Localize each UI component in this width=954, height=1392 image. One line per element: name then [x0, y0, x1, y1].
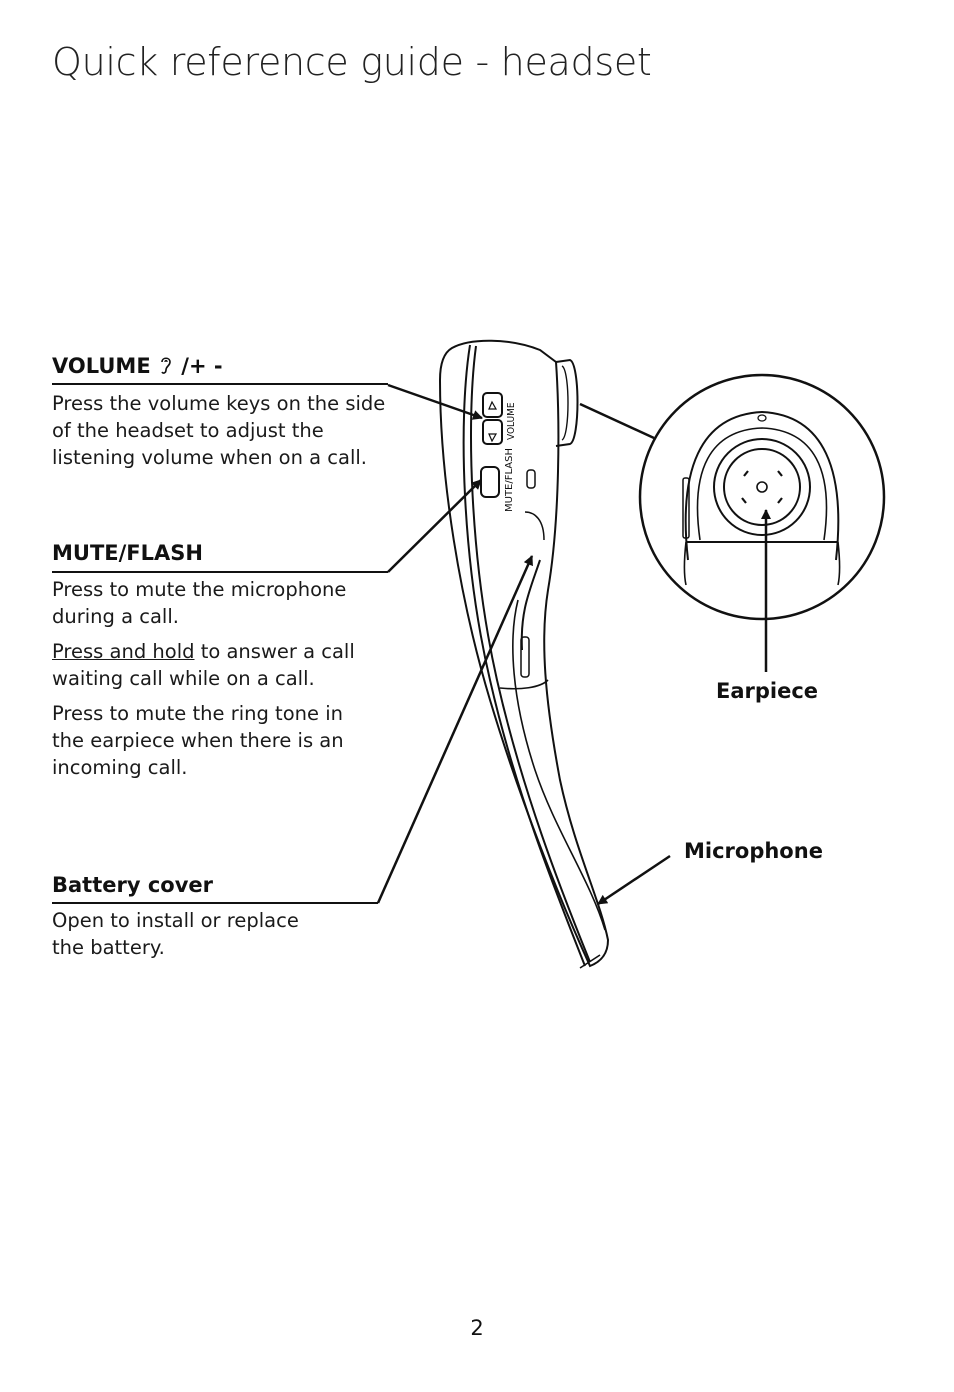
device-mute-flash-marking: MUTE/FLASH [504, 448, 515, 512]
microphone-leader [597, 854, 671, 906]
headset-body [438, 339, 610, 969]
microphone-label: Microphone [684, 839, 823, 863]
mute-flash-hold-description: Press and hold to answer a call waiting … [52, 638, 382, 692]
earpiece-detail [638, 373, 886, 621]
battery-cover-leader [376, 555, 534, 904]
battery-cover-rule [52, 902, 378, 904]
volume-leader [387, 383, 483, 420]
volume-rule [52, 383, 388, 385]
page-number: 2 [470, 1316, 484, 1340]
mute-flash-description: Press to mute the microphone during a ca… [52, 578, 347, 628]
battery-cover-heading: Battery cover [52, 873, 214, 897]
mute-flash-rule [52, 571, 388, 573]
volume-heading-label: VOLUME [52, 354, 151, 378]
ear-icon [161, 357, 171, 374]
volume-description: Press the volume keys on the side of the… [52, 392, 386, 469]
mute-flash-leader [387, 479, 482, 573]
earpiece-label: Earpiece [716, 679, 819, 703]
volume-heading: VOLUME /+ - [52, 354, 223, 378]
hold-rest-text: to answer a call waiting call while on a… [52, 640, 355, 690]
device-volume-marking: VOLUME [506, 402, 517, 440]
volume-heading-suffix: /+ - [181, 354, 223, 378]
press-and-hold-text: Press and hold [52, 640, 195, 663]
mute-flash-heading: MUTE/FLASH [52, 541, 203, 565]
zoom-connector-line [579, 402, 655, 440]
mute-flash-ring-description: Press to mute the ring tone in the earpi… [52, 702, 344, 779]
page-title: Quick reference guide - headset [52, 40, 652, 84]
battery-cover-description: Open to install or replace the battery. [52, 909, 299, 959]
